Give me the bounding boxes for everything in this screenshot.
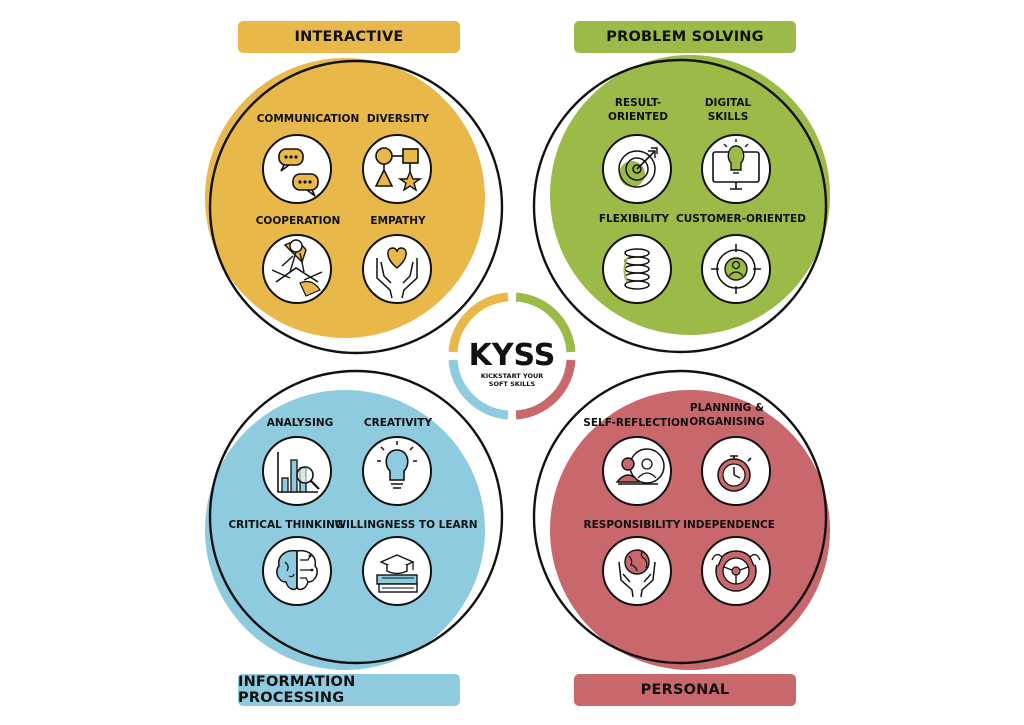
interactive-outline: [208, 59, 504, 355]
skill-label-responsibility: RESPONSIBILITY: [584, 519, 681, 531]
logo-subtitle-line2: SOFT SKILLS: [489, 380, 536, 388]
quadrant-interactive: COMMUNICATION DIVERSITY COOPERATION EMPA…: [205, 58, 504, 355]
quadrant-personal: SELF-REFLECTION PLANNING & ORGANISING RE…: [532, 369, 830, 670]
skill-label-empathy: EMPATHY: [370, 215, 426, 227]
skill-label-critical-thinking: CRITICAL THINKING: [228, 519, 343, 531]
skill-label-willingness-to-learn: WILLINGNESS TO LEARN: [334, 519, 477, 531]
logo-title: KYSS: [469, 338, 556, 373]
skill-label-cooperation: COOPERATION: [256, 215, 341, 227]
skill-label-communication: COMMUNICATION: [257, 113, 360, 125]
shapes-icon: [362, 134, 432, 204]
banner-problem-solving: PROBLEM SOLVING: [574, 21, 796, 53]
problem-solving-blob: [550, 55, 830, 335]
center-logo: KYSS KICKSTART YOUR SOFT SKILLS: [446, 290, 578, 422]
quadrant-problem-solving: RESULT- ORIENTED DIGITAL SKILLS FLEXIBIL…: [532, 55, 830, 354]
brain-icon: [262, 536, 332, 606]
problem-solving-outline: [532, 58, 828, 354]
skill-label-digital-skills-2: SKILLS: [708, 111, 749, 123]
lightbulb-icon: [362, 436, 432, 506]
information-processing-outline: [208, 369, 504, 665]
stopwatch-icon: [701, 436, 771, 506]
skill-label-creativity: CREATIVITY: [364, 417, 433, 429]
steering-wheel-icon: [701, 536, 771, 606]
skill-label-digital-skills-1: DIGITAL: [705, 97, 752, 109]
monitor-bulb-icon: [701, 134, 771, 204]
skill-label-flexibility: FLEXIBILITY: [599, 213, 670, 225]
mirror-persons-icon: [602, 436, 672, 506]
skill-label-planning-2: ORGANISING: [689, 416, 764, 428]
skill-label-result-oriented-2: ORIENTED: [608, 111, 668, 123]
skill-label-analysing: ANALYSING: [267, 417, 334, 429]
globe-hands-icon: [602, 536, 672, 606]
quadrant-information-processing: ANALYSING CREATIVITY CRITICAL THINKING W…: [205, 369, 504, 670]
skill-label-result-oriented-1: RESULT-: [615, 97, 661, 109]
books-graduation-cap-icon: [362, 536, 432, 606]
skill-label-planning-1: PLANNING &: [690, 402, 764, 414]
heart-hands-icon: [362, 234, 432, 304]
skill-label-independence: INDEPENDENCE: [683, 519, 775, 531]
logo-subtitle-line1: KICKSTART YOUR: [481, 372, 544, 380]
skill-label-diversity: DIVERSITY: [367, 113, 430, 125]
target-arrow-icon: [602, 134, 672, 204]
banner-personal: PERSONAL: [574, 674, 796, 706]
skill-label-self-reflection: SELF-REFLECTION: [583, 417, 688, 429]
skill-label-customer-oriented: CUSTOMER-ORIENTED: [676, 213, 806, 225]
banner-interactive: INTERACTIVE: [238, 21, 460, 53]
interactive-blob: [205, 58, 485, 338]
bar-chart-magnifier-icon: [262, 436, 332, 506]
stacked-hands-icon: [262, 234, 332, 304]
banner-information-processing: INFORMATION PROCESSING: [238, 674, 460, 706]
spring-icon: [602, 234, 672, 304]
personal-outline: [532, 369, 828, 665]
speech-bubbles-icon: [262, 134, 332, 204]
crosshair-person-icon: [701, 234, 771, 304]
